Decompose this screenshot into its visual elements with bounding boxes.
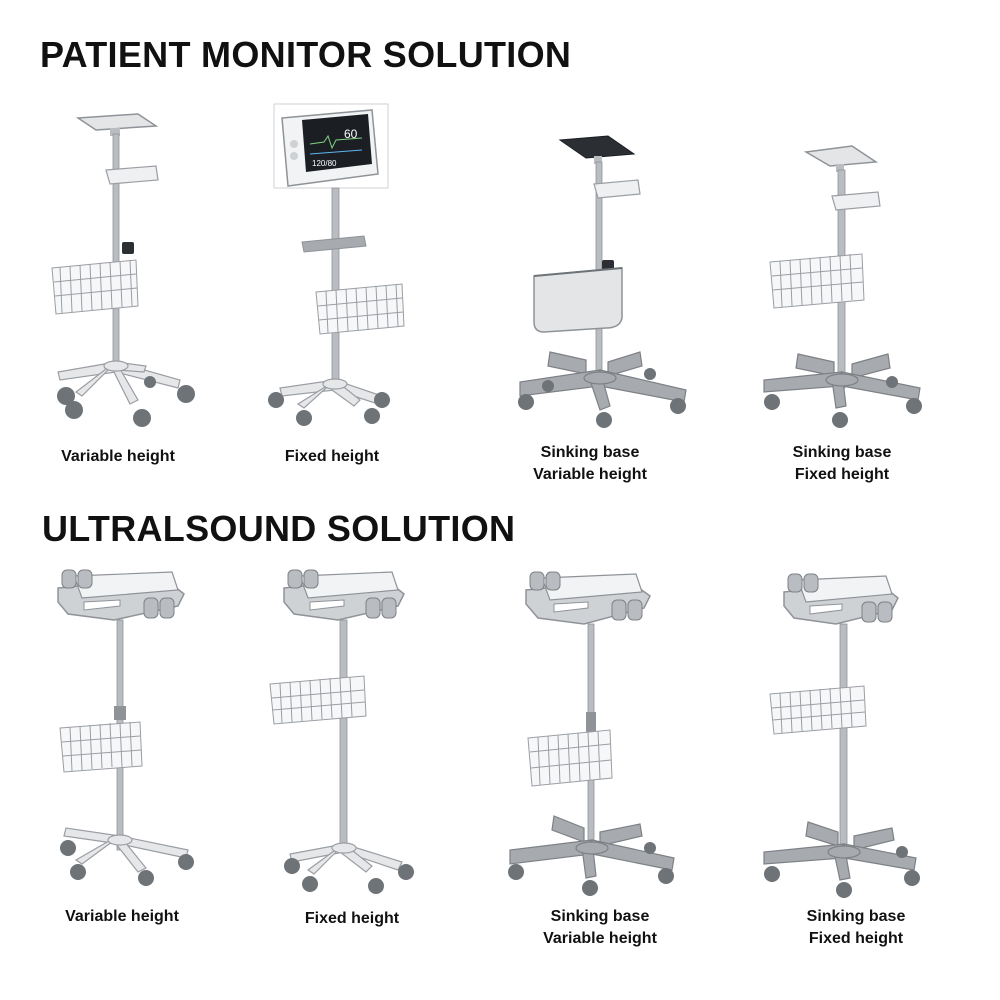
section-title-ultrasound: ULTRALSOUND SOLUTION (42, 508, 516, 549)
roll-stand-image (763, 573, 920, 898)
product-caption: Fixed height (304, 910, 400, 927)
product-caption: Variable height (61, 448, 175, 465)
product-caption: Fixed height (284, 448, 380, 465)
roll-stand-image (518, 135, 687, 428)
roll-stand-image (51, 113, 195, 427)
product-caption: Variable height (65, 908, 179, 925)
product-caption: Sinking base Variable height (543, 908, 657, 947)
roll-stand-image (763, 145, 922, 428)
product-caption: Sinking base Fixed height (792, 444, 892, 483)
roll-stand-image (57, 569, 194, 886)
roll-stand-image: 60 120/80 (268, 103, 405, 426)
roll-stand-image (269, 569, 414, 894)
product-caption: Sinking base Variable height (533, 444, 647, 483)
svg-text:60: 60 (344, 127, 358, 141)
svg-text:120/80: 120/80 (312, 159, 337, 168)
roll-stand-image (508, 571, 675, 896)
product-caption: Sinking base Fixed height (806, 908, 906, 947)
section-title-patient-monitor: PATIENT MONITOR SOLUTION (40, 34, 572, 75)
